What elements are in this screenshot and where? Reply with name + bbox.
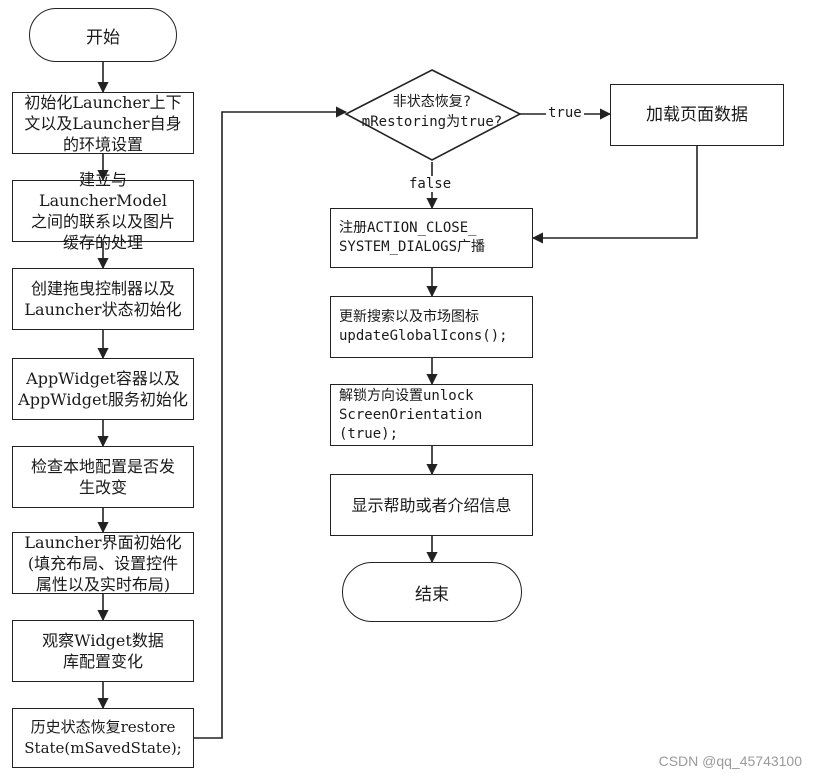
check-config-box: 检查本地配置是否发 生改变 <box>12 446 194 508</box>
model-link-box: 建立与LauncherModel 之间的联系以及图片 缓存的处理 <box>12 170 194 252</box>
arrow-load-to-register <box>531 146 698 244</box>
true-label: true <box>546 105 584 121</box>
observe-widget-box: 观察Widget数据 库配置变化 <box>12 620 194 682</box>
decision-diamond <box>344 69 522 161</box>
register-broadcast-box: 注册ACTION_CLOSE_ SYSTEM_DIALOGS广播 <box>330 208 533 268</box>
ui-init-box: Launcher界面初始化 (填充布局、设置控件 属性以及实时布局) <box>12 532 194 594</box>
arrow-restore-to-decision <box>194 106 348 739</box>
decision-text: 非状态恢复? mRestoring为true? <box>361 94 503 130</box>
update-icons-box: 更新搜索以及市场图标 updateGlobalIcons(); <box>330 296 533 358</box>
watermark-text: CSDN @qq_45743100 <box>658 753 802 769</box>
unlock-orientation-box: 解锁方向设置unlock ScreenOrientation (true); <box>330 384 533 446</box>
init-env-box: 初始化Launcher上下 文以及Launcher自身 的环境设置 <box>12 92 194 154</box>
restore-state-box: 历史状态恢复restore State(mSavedState); <box>12 708 194 768</box>
load-page-box: 加载页面数据 <box>610 84 784 146</box>
drag-controller-box: 创建拖曳控制器以及 Launcher状态初始化 <box>12 268 194 330</box>
false-label: false <box>407 176 454 192</box>
show-help-box: 显示帮助或者介绍信息 <box>330 474 533 536</box>
appwidget-box: AppWidget容器以及 AppWidget服务初始化 <box>12 358 194 420</box>
start-node: 开始 <box>29 8 177 62</box>
end-node: 结束 <box>342 562 522 622</box>
